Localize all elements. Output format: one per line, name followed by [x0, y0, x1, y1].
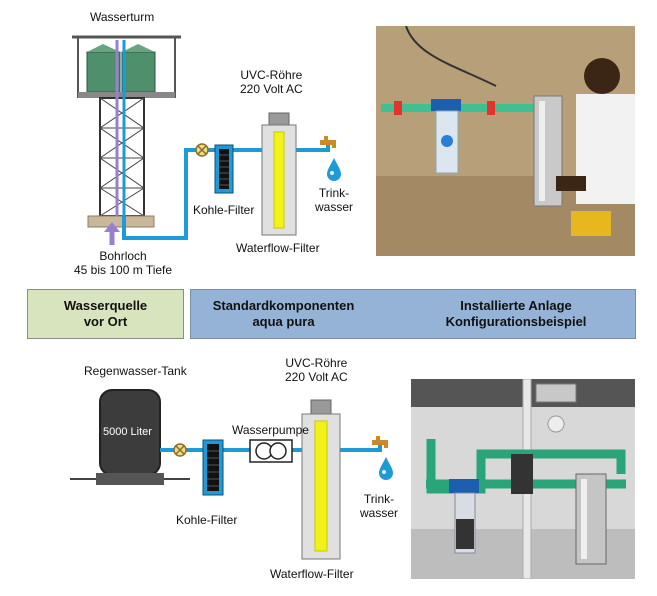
installed-line1: Installierte Anlage [460, 298, 572, 313]
tank-volume-label: 5000 Liter [103, 426, 152, 438]
local-water-source-box: Wasserquelle vor Ort [27, 289, 184, 339]
top-drinking-water-line1: Trink- [318, 186, 350, 200]
tap-icon [372, 436, 388, 448]
standard-line1: Standardkomponenten [212, 298, 355, 313]
bottom-uvc-line1: UVC-Röhre [285, 356, 348, 370]
water-pump-icon [249, 439, 293, 463]
borehole-line2: 45 bis 100 m Tiefe [74, 263, 173, 277]
installed-system: Installierte Anlage Konfigurationsbeispi… [431, 298, 601, 330]
pump-label: Wasserpumpe [232, 423, 309, 437]
water-tower [72, 35, 181, 228]
installed-system-photo-bottom [411, 379, 635, 579]
top-drinking-water-line2: wasser [315, 200, 354, 214]
rainwater-tank-icon [70, 389, 190, 485]
borehole-arrow [104, 222, 120, 245]
bottom-uvc-label: UVC-Röhre 220 Volt AC [285, 356, 348, 384]
bottom-uvc-line2: 220 Volt AC [285, 370, 348, 384]
bottom-waterflow-filter-label: Waterflow-Filter [270, 567, 354, 581]
uvc-waterflow-filter-icon [301, 399, 341, 560]
borehole-label: Bohrloch 45 bis 100 m Tiefe [74, 249, 172, 277]
bottom-drinking-water-label: Trink- wasser [360, 492, 398, 520]
carbon-filter-icon [214, 144, 234, 194]
top-uvc-label: UVC-Röhre 220 Volt AC [240, 68, 303, 96]
bottom-carbon-filter-label: Kohle-Filter [176, 513, 238, 527]
standard-components: Standardkomponenten aqua pura [201, 298, 366, 330]
tower-label: Wasserturm [90, 10, 155, 24]
bottom-drinking-water-line1: Trink- [363, 492, 395, 506]
components-box: Standardkomponenten aqua pura Installier… [190, 289, 636, 339]
valve-icon [173, 443, 187, 457]
top-diagram [72, 35, 341, 245]
carbon-filter-icon [202, 439, 224, 496]
water-drop-icon [379, 457, 393, 480]
installed-system-photo-top [376, 26, 635, 256]
top-uvc-line2: 220 Volt AC [240, 82, 303, 96]
bottom-drinking-water-line2: wasser [360, 506, 399, 520]
top-waterflow-filter-label: Waterflow-Filter [236, 241, 320, 255]
source-line1: Wasserquelle [63, 298, 148, 313]
installed-line2: Konfigurationsbeispiel [445, 314, 587, 329]
top-drinking-water-label: Trink- wasser [315, 186, 353, 214]
rainwater-tank-label: Regenwasser-Tank [84, 364, 187, 378]
top-carbon-filter-label: Kohle-Filter [193, 203, 255, 217]
top-uvc-line1: UVC-Röhre [240, 68, 303, 82]
bottom-diagram [70, 389, 393, 560]
top-pipe [122, 143, 330, 240]
uvc-waterflow-filter-icon [261, 112, 297, 236]
water-drop-icon [327, 158, 341, 181]
source-line2: vor Ort [83, 314, 128, 329]
standard-line2: aqua pura [252, 314, 315, 329]
valve-icon [195, 143, 209, 157]
borehole-line1: Bohrloch [99, 249, 147, 263]
tap-icon [320, 136, 336, 148]
